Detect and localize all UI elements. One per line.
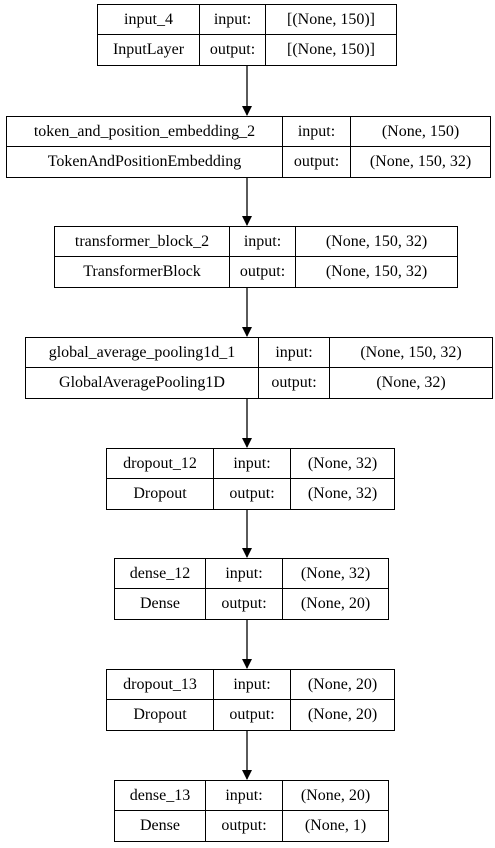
input-shape: (None, 150): [351, 117, 490, 147]
input-label: input:: [214, 670, 291, 700]
layer-name: dense_12: [115, 559, 206, 589]
input-label: input:: [200, 5, 266, 35]
output-shape: (None, 150, 32): [325, 263, 428, 280]
layer-type: TransformerBlock: [55, 257, 230, 287]
output-label: output:: [206, 589, 283, 619]
output-shape: (None, 20): [307, 706, 378, 723]
output-shape: (None, 32): [376, 374, 446, 391]
layer-name: dense_13: [115, 781, 206, 811]
output-label: output:: [214, 479, 291, 509]
output-label: output:: [230, 257, 296, 287]
layer-name: dropout_12: [107, 449, 214, 479]
input-shape: (None, 32): [291, 449, 394, 479]
output-shape: (None, 20): [300, 595, 371, 612]
input-label: input:: [214, 449, 291, 479]
layer-name: dropout_13: [107, 670, 214, 700]
input-shape: (None, 150, 32): [296, 227, 457, 257]
input-label: input:: [230, 227, 296, 257]
output-label: output:: [283, 147, 351, 177]
output-label: output:: [259, 368, 330, 398]
layer-type: Dense: [115, 589, 206, 619]
output-label: output:: [200, 35, 266, 65]
layer-type: TokenAndPositionEmbedding: [7, 147, 283, 177]
layer-type: Dropout: [107, 700, 214, 730]
input-label: input:: [259, 338, 330, 368]
layer-name: token_and_position_embedding_2: [7, 117, 283, 147]
output-label: output:: [214, 700, 291, 730]
layer-name: global_average_pooling1d_1: [26, 338, 259, 368]
output-shape: [(None, 150)]: [287, 41, 375, 58]
output-shape: (None, 32): [307, 485, 378, 502]
layer-type: Dense: [115, 811, 206, 841]
input-label: input:: [206, 559, 283, 589]
output-shape: (None, 150, 32): [369, 153, 472, 170]
layer-name: input_4: [98, 5, 200, 35]
layer-type: GlobalAveragePooling1D: [26, 368, 259, 398]
layer-name: transformer_block_2: [55, 227, 230, 257]
output-label: output:: [206, 811, 283, 841]
output-shape: (None, 1): [304, 817, 367, 834]
input-shape: (None, 20): [283, 781, 388, 811]
layer-type: InputLayer: [98, 35, 200, 65]
input-shape: (None, 20): [291, 670, 394, 700]
input-shape: [(None, 150)]: [266, 5, 396, 35]
input-label: input:: [206, 781, 283, 811]
input-shape: (None, 150, 32): [330, 338, 492, 368]
input-shape: (None, 32): [283, 559, 388, 589]
input-label: input:: [283, 117, 351, 147]
layer-type: Dropout: [107, 479, 214, 509]
